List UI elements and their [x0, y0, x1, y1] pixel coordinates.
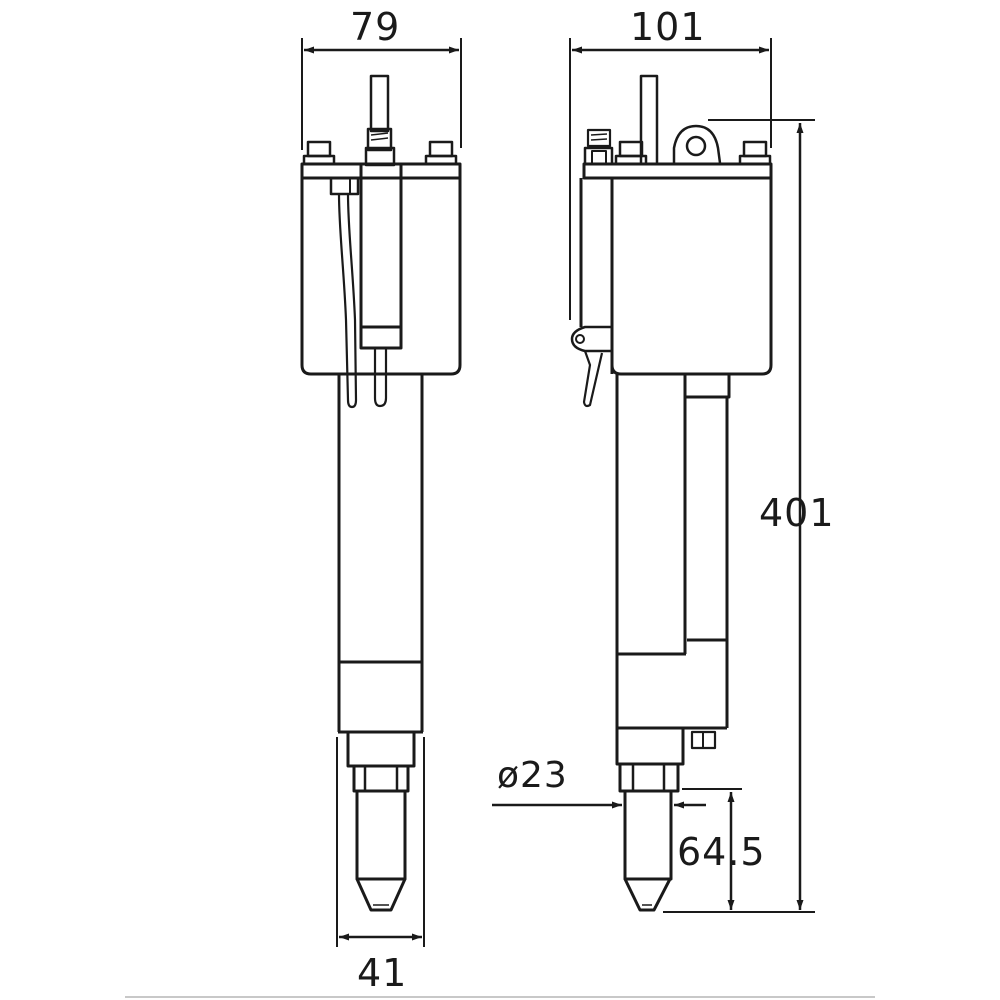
- dimension-label-side-width: 101: [630, 5, 706, 49]
- front-view: [300, 38, 462, 947]
- dimension-label-front-width: 79: [350, 5, 401, 49]
- dimension-label-lower-width: 41: [357, 951, 408, 995]
- dimension-79: [301, 38, 462, 150]
- dimension-64-5: [682, 788, 742, 910]
- dimension-101: [569, 38, 772, 320]
- side-view: [492, 38, 815, 913]
- dimension-401: [663, 119, 815, 913]
- dimension-label-overall-height: 401: [759, 491, 835, 535]
- dimension-label-nozzle-length: 64.5: [677, 830, 766, 874]
- bottom-divider: [125, 996, 875, 998]
- dimension-41: [336, 737, 425, 947]
- dimension-label-nozzle-diameter: ø23: [497, 755, 568, 796]
